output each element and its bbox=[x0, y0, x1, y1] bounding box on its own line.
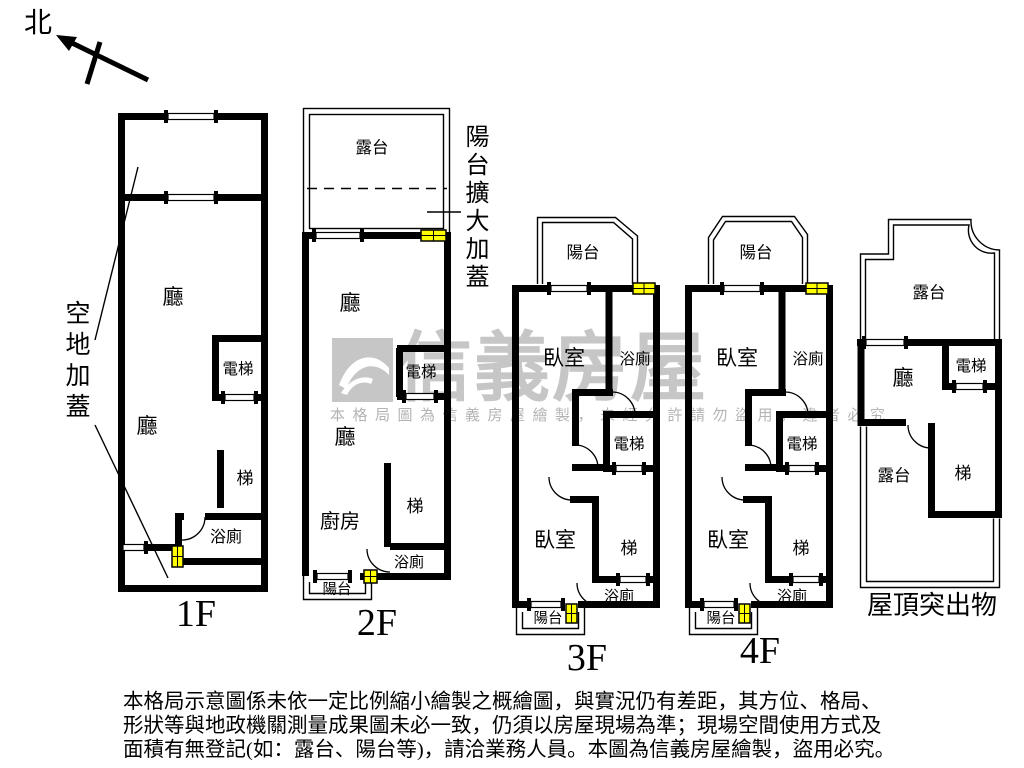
window-symbol bbox=[119, 541, 148, 554]
floorplan-4f: 陽台 臥室 浴廁 電梯 臥室 梯 浴廁 陽台 4F bbox=[685, 215, 833, 672]
floor-label-roof: 屋頂突出物 bbox=[867, 591, 997, 620]
floor-label-4f: 4F bbox=[740, 630, 780, 672]
door-marker bbox=[565, 603, 578, 624]
sinyi-logo-watermark-icon bbox=[332, 338, 393, 402]
window-symbol bbox=[402, 390, 438, 403]
door-marker bbox=[363, 569, 378, 584]
room-label-bath: 浴廁 bbox=[777, 587, 807, 605]
window-symbol bbox=[862, 336, 908, 349]
north-label: 北 bbox=[24, 8, 52, 39]
floor-label-3f: 3F bbox=[567, 637, 607, 679]
room-label-elevator: 電梯 bbox=[786, 435, 817, 453]
room-label-bedroom: 臥室 bbox=[716, 346, 758, 370]
disclaimer-text: 本格局示意圖係未依一定比例縮小繪製之概繪圖，與實況仍有差距，其方位、格局、 形狀… bbox=[123, 690, 895, 762]
disclaimer-line-2: 形狀等與地政機關測量成果圖未必一致，仍須以房屋現場為準；現場空間使用方式及 bbox=[123, 715, 882, 737]
floorplan-3f: 陽台 臥室 浴廁 電梯 臥室 梯 浴廁 陽台 3F bbox=[512, 216, 660, 679]
north-arrow: 北 bbox=[24, 8, 150, 85]
window-symbol bbox=[612, 462, 646, 475]
room-label-elevator: 電梯 bbox=[405, 363, 436, 381]
room-label-terrace: 露台 bbox=[913, 283, 946, 302]
room-label-balcony: 陽台 bbox=[740, 243, 773, 262]
window-symbol bbox=[616, 573, 650, 586]
door-arc bbox=[366, 548, 391, 573]
room-label-stairs: 梯 bbox=[407, 497, 424, 516]
window-symbol bbox=[789, 573, 823, 586]
door-arc bbox=[721, 476, 746, 501]
room-label-balcony: 陽台 bbox=[707, 610, 736, 627]
door-marker bbox=[632, 282, 656, 295]
room-label-terrace: 露台 bbox=[878, 466, 911, 485]
room-label-bedroom: 臥室 bbox=[707, 528, 749, 552]
window-symbol bbox=[221, 391, 258, 404]
room-label-elevator: 電梯 bbox=[955, 357, 986, 375]
window-symbol bbox=[164, 110, 218, 123]
room-label-bedroom: 臥室 bbox=[534, 528, 576, 552]
room-label-hall: 廳 bbox=[137, 414, 158, 438]
floor-label-1f: 1F bbox=[176, 593, 216, 635]
room-label-hall: 廳 bbox=[163, 285, 184, 309]
window-symbol bbox=[700, 598, 738, 611]
room-label-balcony: 陽台 bbox=[567, 243, 600, 262]
floorplan-2f: 露台 廳 電梯 廳 廚房 梯 浴廁 陽台 2F bbox=[302, 107, 461, 644]
door-marker bbox=[805, 282, 829, 295]
floorplan-roof: 露台 廳 電梯 露台 梯 屋頂突出物 bbox=[857, 218, 1002, 620]
room-label-stairs: 梯 bbox=[237, 469, 254, 488]
room-label-bedroom: 臥室 bbox=[543, 346, 585, 370]
room-label-stairs: 梯 bbox=[621, 539, 638, 558]
disclaimer-line-3: 面積有無登記(如：露台、陽台等)，請洽業務人員。本圖為信義房屋繪製，盜用必究。 bbox=[123, 739, 896, 761]
room-label-bath: 浴廁 bbox=[210, 527, 242, 546]
floor-label-2f: 2F bbox=[357, 602, 397, 644]
window-symbol bbox=[312, 229, 364, 242]
room-label-balcony: 陽台 bbox=[323, 581, 352, 598]
room-label-stairs: 梯 bbox=[793, 539, 810, 558]
annotation-vacant-land-addition: 空地加蓋 bbox=[62, 300, 89, 424]
room-label-terrace: 露台 bbox=[356, 138, 389, 157]
room-label-kitchen: 廚房 bbox=[320, 509, 360, 533]
annotation-balcony-expansion: 陽台擴大加蓋 bbox=[461, 124, 487, 292]
window-symbol bbox=[313, 570, 352, 583]
room-label-hall: 廳 bbox=[340, 291, 361, 315]
room-label-hall: 廳 bbox=[335, 425, 356, 449]
door-marker bbox=[738, 603, 751, 624]
room-label-balcony: 陽台 bbox=[534, 610, 563, 627]
room-label-bath: 浴廁 bbox=[394, 553, 424, 571]
room-label-stairs: 梯 bbox=[955, 464, 972, 483]
window-symbol bbox=[527, 598, 565, 611]
door-arc bbox=[907, 424, 932, 449]
room-label-bath: 浴廁 bbox=[604, 587, 634, 605]
window-symbol bbox=[720, 282, 764, 295]
window-symbol bbox=[952, 380, 987, 393]
window-symbol bbox=[164, 191, 218, 204]
floorplan-1f: 廳 廳 電梯 梯 浴廁 1F bbox=[94, 110, 268, 635]
room-label-bath: 浴廁 bbox=[792, 349, 823, 368]
room-label-elevator: 電梯 bbox=[613, 435, 644, 453]
window-symbol bbox=[785, 462, 819, 475]
door-arc bbox=[548, 476, 573, 501]
door-arc bbox=[181, 516, 206, 541]
disclaimer-line-1: 本格局示意圖係未依一定比例縮小繪製之概繪圖，與實況仍有差距，其方位、格局、 bbox=[123, 691, 882, 713]
door-marker bbox=[420, 229, 447, 242]
room-label-elevator: 電梯 bbox=[222, 360, 253, 378]
window-symbol bbox=[547, 282, 591, 295]
room-label-bath: 浴廁 bbox=[619, 349, 650, 368]
room-label-hall: 廳 bbox=[893, 366, 914, 390]
door-marker bbox=[171, 545, 184, 568]
